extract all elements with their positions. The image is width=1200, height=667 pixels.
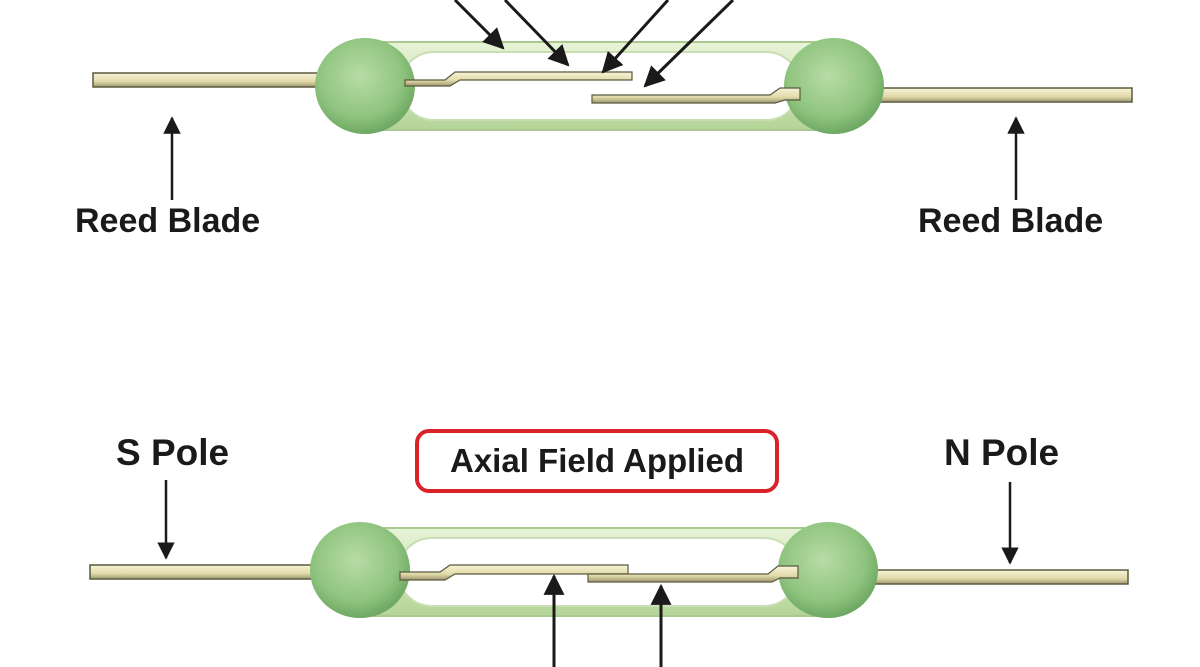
- top-right-reed-blade-label: Reed Blade: [918, 202, 1104, 240]
- top-right-bulb: [784, 38, 884, 134]
- top-left-reed-blade: [404, 71, 633, 87]
- top-pointer-arrow-4: [643, 0, 735, 88]
- top-left-reed-blade-label: Reed Blade: [75, 202, 261, 240]
- top-pointer-arrow-3: [601, 0, 670, 74]
- n-pole-label: N Pole: [944, 432, 1060, 473]
- top-pointer-arrow-2: [503, 0, 570, 67]
- top-left-lead: [92, 72, 334, 88]
- bottom-left-lead: [89, 564, 331, 580]
- bottom-right-reed-blade: [587, 565, 799, 583]
- top-reed-switch: [92, 0, 1133, 200]
- top-right-reed-blade: [591, 87, 801, 104]
- bottom-right-bulb: [778, 522, 878, 618]
- axial-field-applied-label: Axial Field Applied: [450, 442, 744, 479]
- axial-field-applied-box: Axial Field Applied: [415, 429, 779, 493]
- bottom-reed-switch: [89, 480, 1129, 667]
- s-pole-label: S Pole: [116, 432, 230, 473]
- bottom-right-lead: [865, 569, 1129, 585]
- top-right-lead: [867, 87, 1133, 103]
- top-left-bulb: [315, 38, 415, 134]
- top-glass-inner: [399, 51, 801, 121]
- bottom-left-bulb: [310, 522, 410, 618]
- top-pointer-arrow-1: [453, 0, 505, 50]
